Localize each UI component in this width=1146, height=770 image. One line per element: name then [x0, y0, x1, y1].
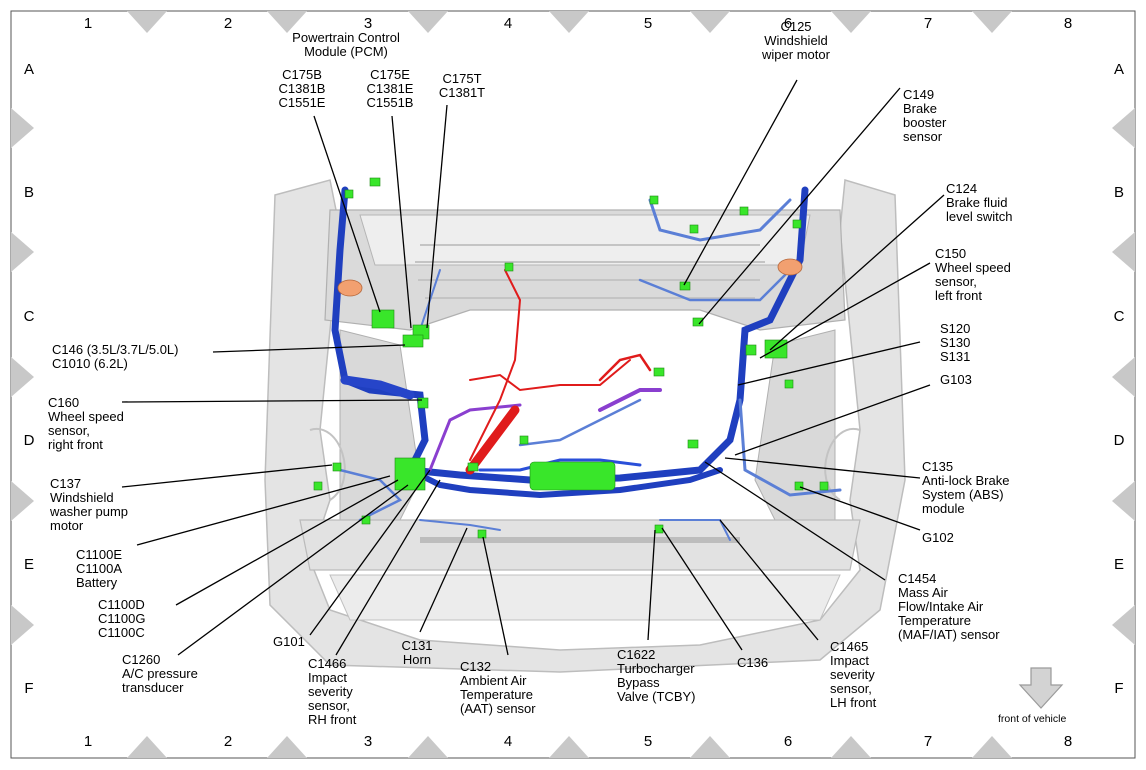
c132-label: C132 Ambient Air Temperature (AAT) senso… — [460, 659, 536, 716]
g103-label: G103 — [940, 372, 972, 387]
row-label: C — [1113, 308, 1125, 325]
row-label: D — [1113, 432, 1125, 449]
connectors — [313, 177, 829, 539]
col-label: 5 — [643, 15, 653, 32]
col-label: 3 — [363, 15, 373, 32]
col-label: 5 — [643, 733, 653, 750]
col-label: 4 — [503, 733, 513, 750]
row-label: F — [24, 680, 34, 697]
c1454-label: C1454 Mass Air Flow/Intake Air Temperatu… — [898, 571, 1000, 642]
col-label: 2 — [223, 15, 233, 32]
g102-label: G102 — [922, 530, 954, 545]
col-label: 8 — [1063, 15, 1073, 32]
col-label: 4 — [503, 15, 513, 32]
row-label: A — [23, 61, 34, 78]
c1260-label: C1260 A/C pressure transducer — [122, 652, 198, 695]
col-label: 6 — [783, 15, 793, 32]
col-label: 7 — [923, 15, 933, 32]
c1100e-label: C1100E C1100A Battery — [76, 547, 123, 590]
c124-label: C124 Brake fluid level switch — [946, 181, 1013, 224]
front-of-vehicle-label: front of vehicle — [998, 713, 1067, 725]
col-label: 3 — [363, 733, 373, 750]
row-label: D — [23, 432, 35, 449]
col-label: 8 — [1063, 733, 1073, 750]
row-label: B — [23, 184, 34, 201]
s120-label: S120 S130 S131 — [940, 321, 971, 364]
c175t-label: C175T C1381T — [438, 71, 486, 100]
col-label: 7 — [923, 733, 933, 750]
c125-label: C125 Windshield wiper motor — [762, 19, 830, 62]
col-label: 1 — [83, 15, 93, 32]
c1622-label: C1622 Turbocharger Bypass Valve (TCBY) — [617, 647, 696, 704]
g101-label: G101 — [273, 634, 305, 649]
c1466-label: C1466 Impact severity sensor, RH front — [308, 656, 357, 727]
leader-lines — [121, 79, 945, 656]
row-label: B — [1113, 184, 1124, 201]
c160-label: C160 Wheel speed sensor, right front — [48, 395, 124, 452]
c1100d-label: C1100D C1100G C1100C — [98, 597, 146, 640]
c150-label: C150 Wheel speed sensor, left front — [935, 246, 1011, 303]
c137-label: C137 Windshield washer pump motor — [50, 476, 129, 533]
c131-label: C131 Horn — [401, 638, 433, 667]
grid-markers — [11, 11, 1135, 758]
c1465-label: C1465 Impact severity sensor, LH front — [830, 639, 877, 710]
row-label: F — [1114, 680, 1124, 697]
c175e-label: C175E C1381E C1551B — [366, 67, 414, 110]
c175b-label: C175B C1381B C1551E — [278, 67, 326, 110]
pcm-label: Powertrain Control Module (PCM) — [292, 30, 400, 59]
col-label: 1 — [83, 733, 93, 750]
row-label: E — [23, 556, 34, 573]
vehicle-front-end — [264, 179, 906, 673]
c135-label: C135 Anti-lock Brake System (ABS) module — [922, 459, 1010, 516]
front-arrow-icon — [1018, 667, 1064, 709]
c149-label: C149 Brake booster sensor — [903, 87, 947, 144]
c136-label: C136 — [737, 655, 769, 670]
row-label: A — [1113, 61, 1124, 78]
col-label: 2 — [223, 733, 233, 750]
wiring-harnesses — [331, 186, 842, 541]
row-label: C — [23, 308, 35, 325]
fastener-icons — [337, 258, 803, 297]
c146-label: C146 (3.5L/3.7L/5.0L) C1010 (6.2L) — [52, 342, 179, 371]
col-label: 6 — [783, 733, 793, 750]
row-label: E — [1113, 556, 1124, 573]
